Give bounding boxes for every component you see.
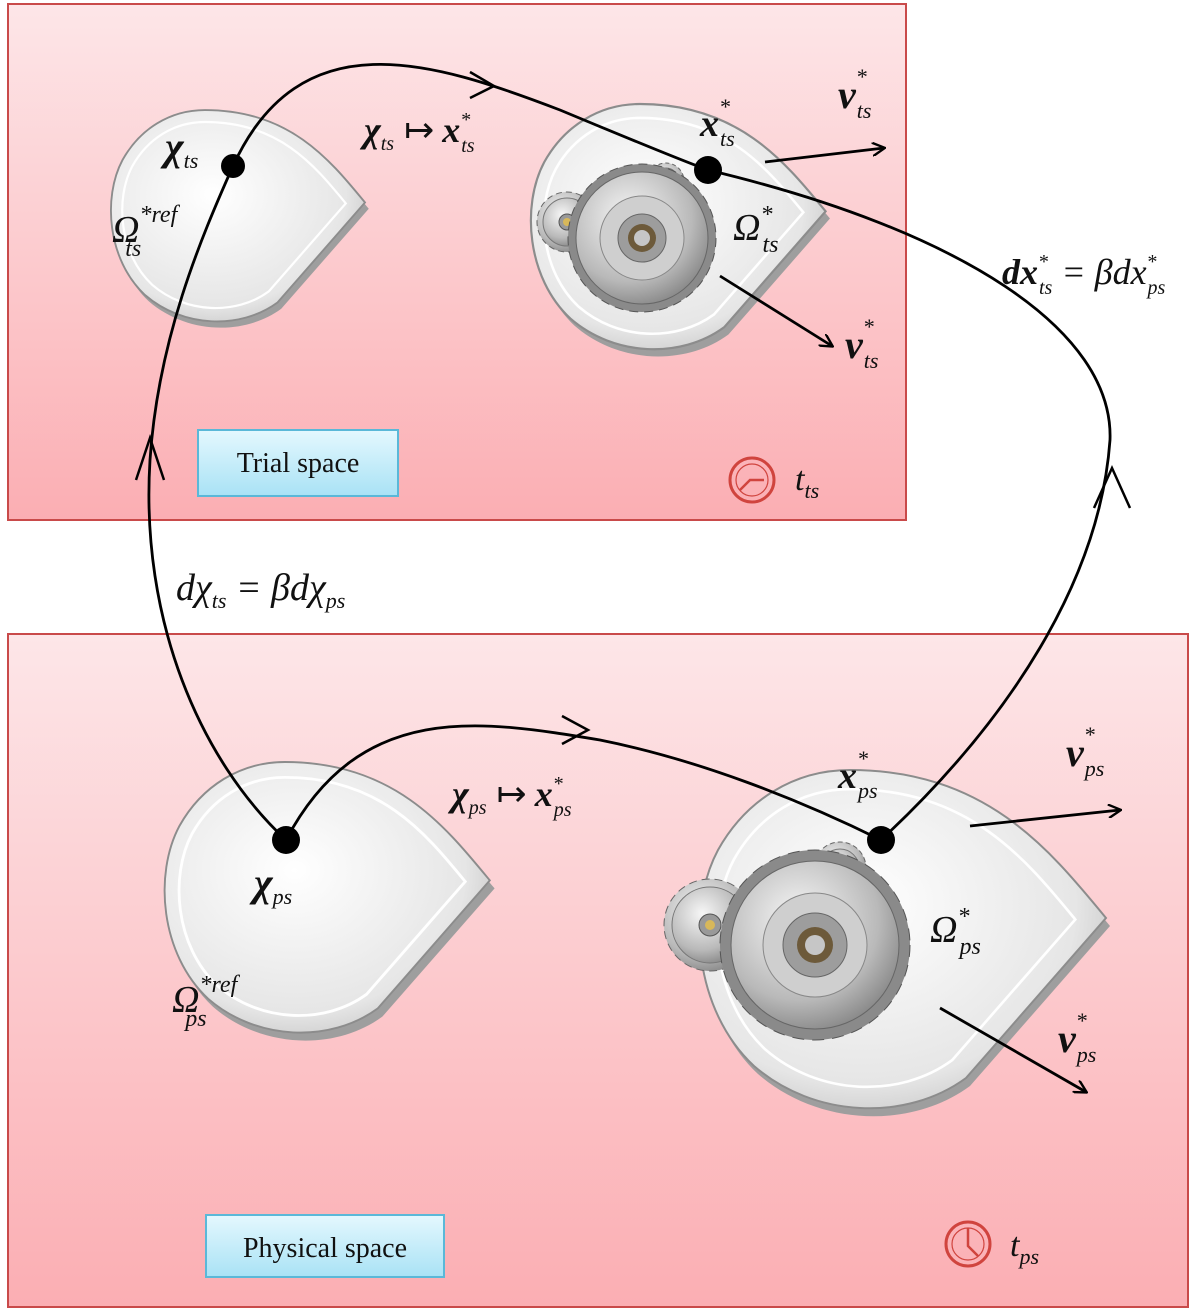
label-v-ts-top: v*ts xyxy=(838,64,871,123)
velocity-arrow-ts-bottom xyxy=(719,274,832,346)
point-chi-ps xyxy=(272,826,300,854)
velocity-arrow-ts-top xyxy=(764,148,884,164)
mapping-curve-physical xyxy=(284,714,882,842)
trial-space-label: Trial space xyxy=(197,429,399,497)
clock-icon-physical xyxy=(944,1220,992,1268)
label-v-ps-bottom: v*ps xyxy=(1058,1008,1096,1067)
label-x-ps: x*ps xyxy=(837,746,878,803)
label-omega-ts: Ω*ts xyxy=(733,202,779,258)
gears-icon-physical xyxy=(663,841,911,1041)
deformed-link-curve xyxy=(707,168,1132,842)
label-map-ts: χts↦x*ts xyxy=(359,109,475,157)
time-label-physical: tps xyxy=(1010,1227,1039,1269)
label-v-ps-top: v*ps xyxy=(1066,722,1104,781)
velocity-arrow-ps-top xyxy=(969,810,1120,828)
label-x-ts: x*ts xyxy=(699,94,735,151)
velocity-arrow-ps-bottom xyxy=(939,1006,1086,1092)
gears-icon-trial xyxy=(536,162,717,313)
svg-text:Physical space: Physical space xyxy=(243,1233,407,1264)
point-chi-ts xyxy=(221,154,245,178)
mapping-curve-trial xyxy=(231,62,709,172)
svg-text:Trial space: Trial space xyxy=(237,448,360,479)
label-chi-ts: χts xyxy=(160,124,198,173)
label-map-ps: χps↦x*ps xyxy=(447,773,572,821)
physical-space-label: Physical space xyxy=(205,1214,445,1278)
clock-icon-trial xyxy=(728,456,776,504)
label-v-ts-bottom: v*ts xyxy=(845,314,878,373)
label-omega-ps: Ω*ps xyxy=(930,904,981,960)
time-label-trial: tts xyxy=(795,461,819,503)
label-chi-ps: χps xyxy=(249,860,292,909)
reference-link-curve xyxy=(134,165,287,842)
point-x-ts xyxy=(694,156,722,184)
label-dx-relation: dx*ts = βdx*ps xyxy=(1002,251,1166,299)
label-dchi-relation: dχts = βdχps xyxy=(176,567,345,613)
point-x-ps xyxy=(867,826,895,854)
